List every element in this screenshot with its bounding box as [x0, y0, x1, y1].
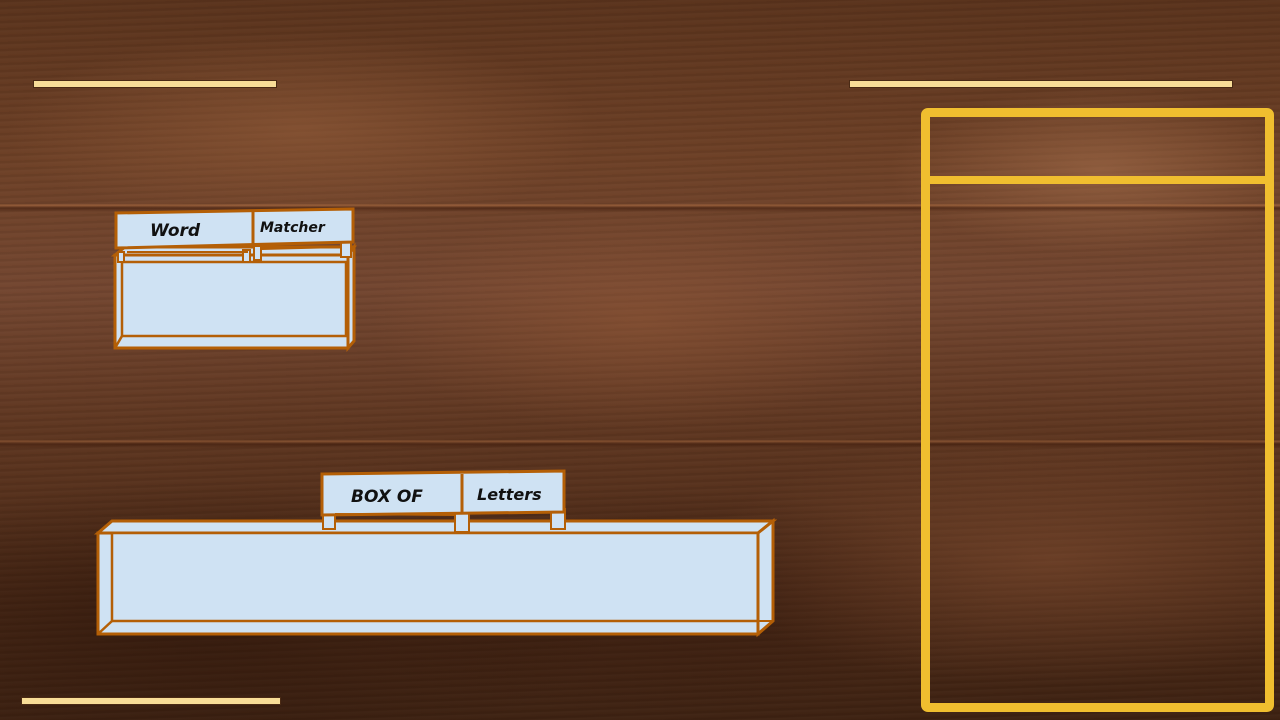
word-matcher-box[interactable]: [110, 242, 357, 353]
word-list-divider: [930, 176, 1265, 184]
word-matcher-label-left: Word: [150, 221, 201, 241]
bottom-left-line: [21, 697, 281, 705]
top-right-line: [849, 80, 1233, 88]
box-of-letters-tray[interactable]: [93, 517, 778, 638]
word-matcher-label-right: Matcher: [260, 220, 326, 236]
box-of-letters-label-right: Letters: [477, 485, 542, 504]
word-list-header: [930, 117, 1265, 176]
word-list-panel: [921, 108, 1274, 712]
word-list-body: [930, 184, 1265, 703]
top-left-line: [33, 80, 277, 88]
box-of-letters-label-left: BOX OF: [351, 487, 423, 507]
